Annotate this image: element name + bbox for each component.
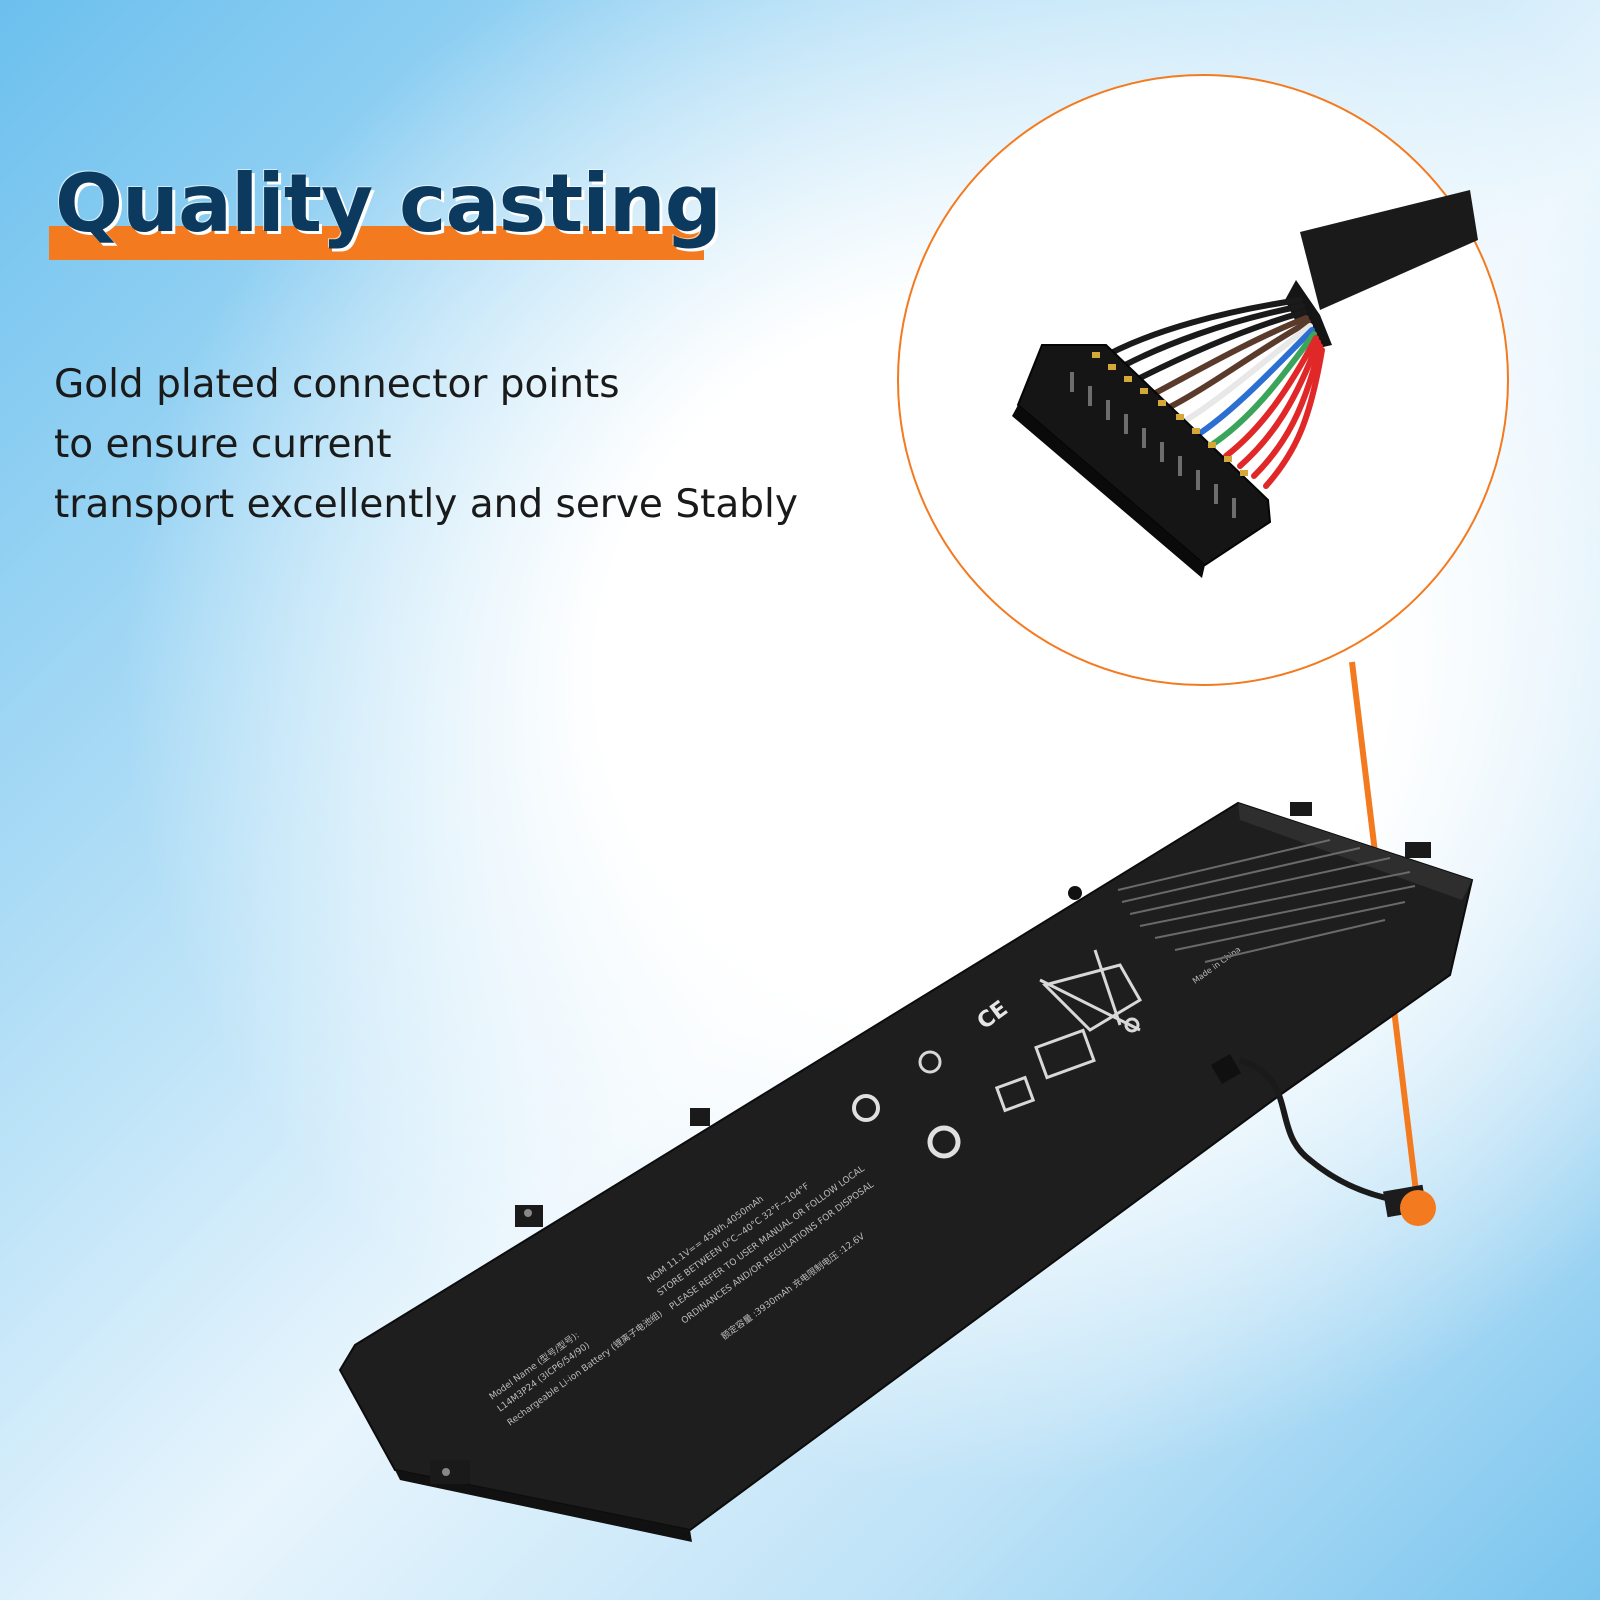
- recycle-bin-crossed-icon: [1039, 949, 1143, 1033]
- description-line-3: transport excellently and serve Stably: [54, 482, 798, 527]
- mark-icon: [918, 1050, 942, 1074]
- mark-icon: [927, 1125, 961, 1159]
- headline-title: Quality casting: [55, 157, 722, 250]
- connector-callout-dot: [1400, 1190, 1436, 1226]
- mount-tab: [1290, 802, 1312, 816]
- description-line-1: Gold plated connector points: [54, 362, 620, 407]
- mount-tab: [1405, 842, 1431, 858]
- battery-pack: Model Name (型号/型号): L14M3P24 (3ICP6/54/9…: [338, 801, 1474, 1542]
- certification-mark-icon: [1034, 1028, 1096, 1080]
- connector-zoom-icon: [897, 74, 1509, 686]
- headline: Quality casting: [49, 150, 722, 270]
- headline-accent-bar: [49, 226, 704, 260]
- description: Gold plated connector points to ensure c…: [54, 355, 874, 535]
- battery-recycle-icon: [994, 1075, 1036, 1113]
- mount-tab: [690, 1108, 710, 1126]
- description-line-2: to ensure current: [54, 422, 392, 467]
- mark-icon: [852, 1094, 880, 1122]
